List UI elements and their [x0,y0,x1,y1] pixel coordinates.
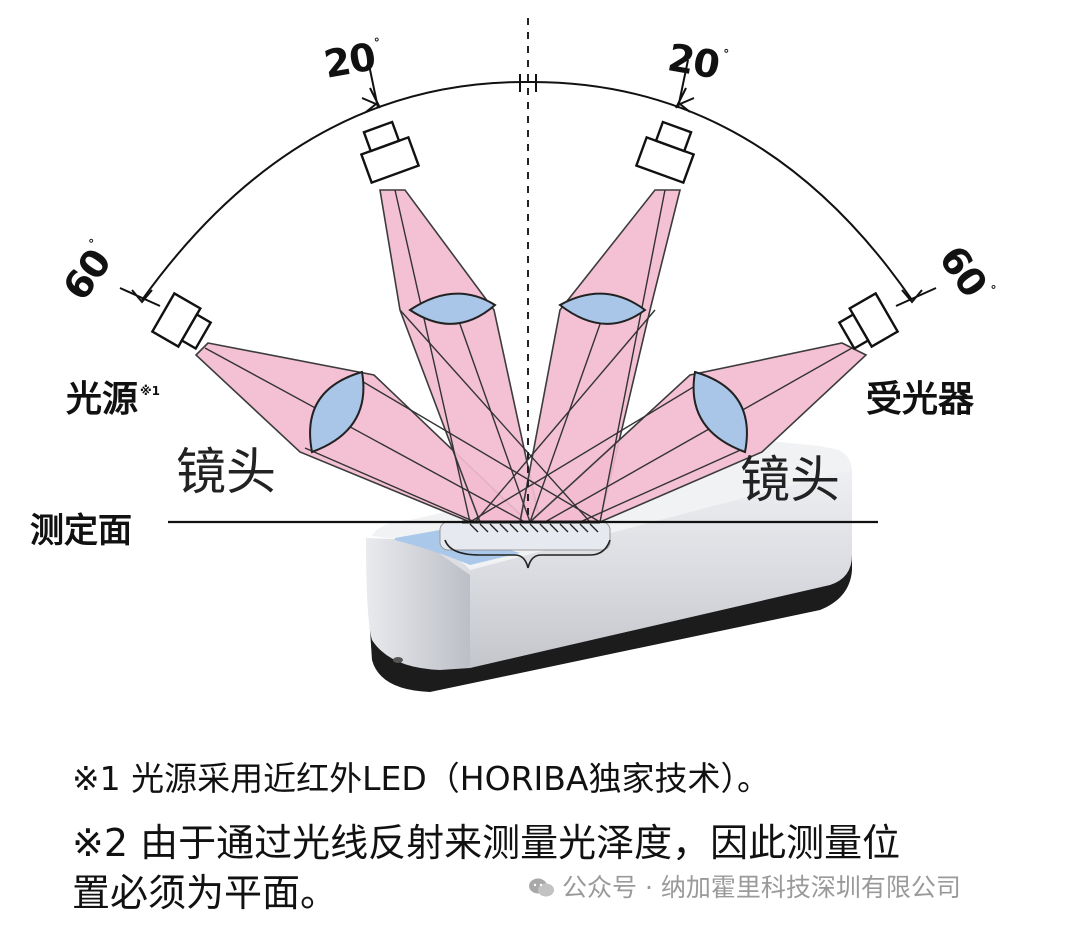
ray-lines [204,189,853,523]
optical-housings [150,120,900,351]
measurement-surface-label: 测定面 [30,511,132,551]
measurement-window [439,521,611,551]
lens-right-20 [558,292,647,325]
receiver-label: 受光器 [866,379,975,420]
measurement-bracket [444,539,611,569]
light-source-label: 光源※1 [66,379,161,420]
angle-arc [119,59,937,307]
light-source-housing-60 [150,291,213,351]
lens-left-60 [309,370,365,454]
watermark-text: 公众号 · 纳加霍里科技深圳有限公司 [562,873,961,902]
footnote-2: ※2 由于通过光线反射来测量光泽度，因此测量位 置必须为平面。 [72,818,900,918]
lens-label-left: 镜头 [176,443,276,501]
lens-left-20 [408,292,497,325]
footnote-2-line-2: 置必须为平面。 [72,871,339,915]
footnote-2-line-1: ※2 由于通过光线反射来测量光泽度，因此测量位 [72,821,901,865]
light-source-housing-20 [359,120,421,185]
device-front-face [366,538,470,670]
watermark: 公众号 · 纳加霍里科技深圳有限公司 [528,868,961,904]
receiver-housing-60 [837,291,900,351]
lens-right-60 [692,370,748,454]
footnote-1: ※1 光源采用近红外LED（HORIBA独家技术）。 [72,759,770,798]
wechat-icon [529,878,554,897]
lens-label-right: 镜头 [740,451,840,509]
lenses [309,292,748,454]
device-port [393,657,403,663]
receiver-housing-20 [634,120,696,185]
gloss-measurement-diagram [119,18,937,692]
